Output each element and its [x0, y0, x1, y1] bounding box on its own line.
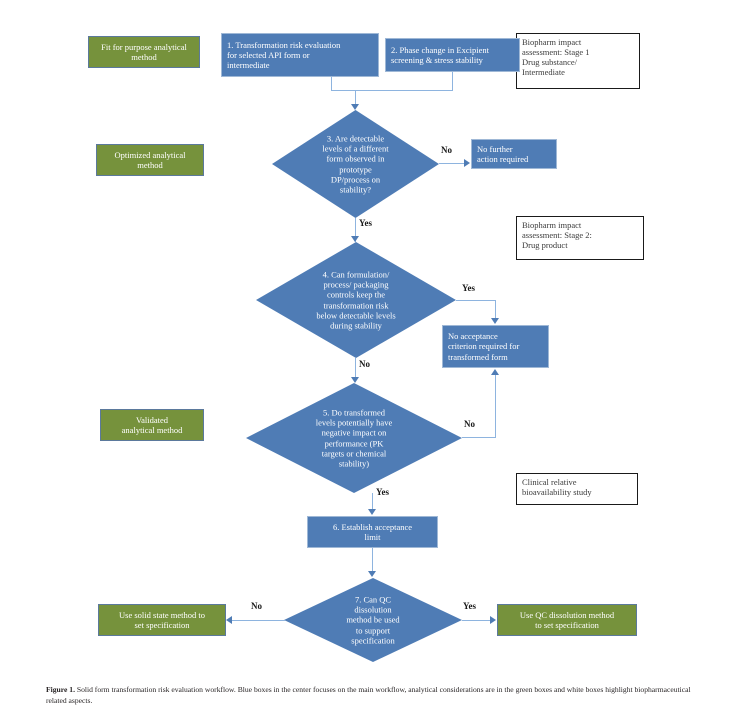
arrowhead-to-solid-state [226, 616, 232, 624]
figure-caption: Figure 1. Solid form transformation risk… [46, 684, 692, 707]
edge-label-decision3-yes: Yes [359, 218, 372, 228]
process-box-step2-phase-change: 2. Phase change in Excipient screening &… [385, 38, 520, 72]
decision-4-label: 4. Can formulation/ process/ packaging c… [316, 269, 396, 331]
edge-label-decision7-no: No [251, 601, 262, 611]
process-box-step6-acceptance-limit: 6. Establish acceptance limit [307, 516, 438, 548]
connector-step6-to-decision7 [372, 548, 374, 572]
connector-decision7-no [232, 620, 285, 622]
connector-step1-down [331, 77, 333, 91]
edge-label-decision3-no: No [441, 145, 452, 155]
arrowhead-to-decision5 [351, 377, 359, 383]
arrowhead-no-acceptance-from-d5 [491, 369, 499, 375]
arrowhead-to-decision7 [368, 571, 376, 577]
connector-decision5-no-v [495, 375, 497, 438]
edge-label-decision4-no: No [359, 359, 370, 369]
connector-decision7-yes [462, 620, 491, 622]
connector-junction-h [331, 90, 356, 92]
white-box-biopharm-stage2: Biopharm impact assessment: Stage 2: Dru… [516, 216, 644, 260]
connector-decision3-yes [355, 218, 357, 242]
decision-3-label: 3. Are detectable levels of a different … [322, 133, 389, 195]
connector-step2-down [452, 72, 454, 91]
arrowhead-no-further-action [464, 159, 470, 167]
connector-decision5-yes [372, 493, 374, 509]
decision-5-label: 5. Do transformed levels potentially hav… [315, 407, 393, 469]
figure-caption-label: Figure 1. [46, 685, 75, 694]
decision-5-negative-impact: 5. Do transformed levels potentially hav… [246, 383, 462, 493]
green-box-qc-dissolution-method: Use QC dissolution method to set specifi… [497, 604, 637, 636]
process-box-no-further-action: No further action required [471, 139, 557, 169]
arrowhead-to-decision4 [351, 236, 359, 242]
green-box-solid-state-method: Use solid state method to set specificat… [98, 604, 226, 636]
white-box-clinical-bioavailability: Clinical relative bioavailability study [516, 473, 638, 505]
green-box-validated-method: Validated analytical method [100, 409, 204, 441]
arrowhead-to-no-acceptance [491, 318, 499, 324]
figure-caption-text: Solid form transformation risk evaluatio… [46, 685, 691, 706]
decision-7-qc-dissolution: 7. Can QC dissolution method be used to … [284, 578, 462, 662]
arrowhead-to-decision3 [351, 104, 359, 110]
edge-label-decision5-no: No [464, 419, 475, 429]
process-box-no-acceptance-criterion: No acceptance criterion required for tra… [442, 325, 549, 368]
edge-label-decision5-yes: Yes [376, 487, 389, 497]
connector-decision4-yes-v [495, 300, 497, 319]
white-box-biopharm-stage1: Biopharm impact assessment: Stage 1 Drug… [516, 33, 640, 89]
green-box-fit-for-purpose: Fit for purpose analytical method [88, 36, 200, 68]
connector-junction-to-decision3 [355, 90, 357, 104]
green-box-optimized-method: Optimized analytical method [96, 144, 204, 176]
arrowhead-to-step6 [368, 509, 376, 515]
edge-label-decision7-yes: Yes [463, 601, 476, 611]
connector-decision4-no [355, 358, 357, 380]
decision-3-detectable-levels: 3. Are detectable levels of a different … [272, 110, 439, 218]
arrowhead-to-qc-dissolution [490, 616, 496, 624]
connector-decision4-yes-h [456, 300, 496, 302]
decision-4-controls-keep-risk: 4. Can formulation/ process/ packaging c… [256, 242, 456, 358]
decision-7-label: 7. Can QC dissolution method be used to … [346, 594, 400, 646]
edge-label-decision4-yes: Yes [462, 283, 475, 293]
connector-step1-to-junction [331, 90, 452, 92]
connector-decision3-no [439, 163, 465, 165]
process-box-step1-transformation-risk: 1. Transformation risk evaluation for se… [221, 33, 379, 77]
connector-decision5-no-h [462, 437, 496, 439]
